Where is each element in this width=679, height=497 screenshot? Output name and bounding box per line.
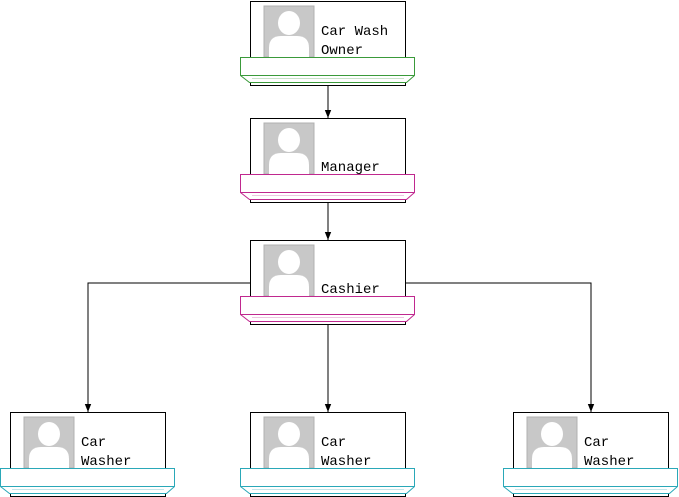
- node-label-line: Cashier: [321, 282, 380, 298]
- name-ribbon: [240, 174, 415, 200]
- avatar-icon: [23, 416, 75, 469]
- avatar-icon: [263, 416, 315, 469]
- name-ribbon: [0, 468, 175, 494]
- avatar-icon: [263, 244, 315, 297]
- connectors: [84, 86, 595, 412]
- name-ribbon: [240, 296, 415, 322]
- avatar-icon: [263, 5, 315, 58]
- org-node-cashier: Cashier: [240, 240, 415, 325]
- avatar-icon: [526, 416, 578, 469]
- node-label-line: Car: [584, 435, 609, 451]
- node-label-line: Washer: [81, 454, 131, 470]
- node-label-line: Washer: [321, 454, 371, 470]
- node-label-line: Car: [321, 435, 346, 451]
- node-label-line: Washer: [584, 454, 634, 470]
- connector-cashier-to-washer-3: [406, 282, 595, 412]
- node-label-line: Owner: [321, 43, 363, 59]
- name-ribbon: [240, 468, 415, 494]
- avatar-icon: [263, 122, 315, 175]
- name-ribbon: [240, 57, 415, 83]
- node-label-line: Car: [81, 435, 106, 451]
- name-ribbon: [503, 468, 678, 494]
- node-label-line: Car Wash: [321, 24, 388, 40]
- node-label-line: Manager: [321, 160, 380, 176]
- org-node-manager: Manager: [240, 118, 415, 203]
- connector-cashier-to-washer-1: [84, 282, 250, 412]
